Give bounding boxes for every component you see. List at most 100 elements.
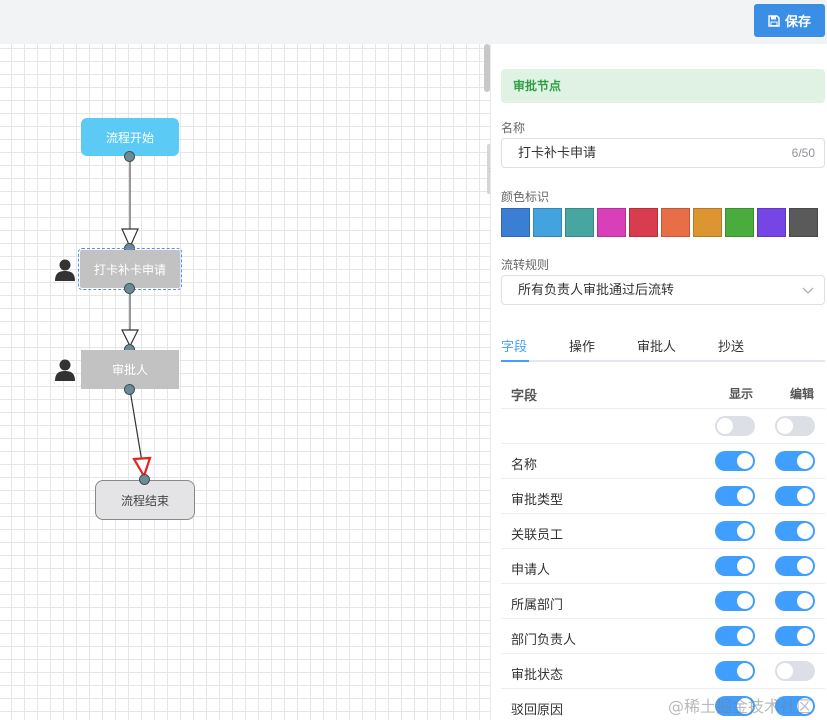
tab-actions[interactable]: 操作 (569, 339, 596, 354)
port-start-bottom[interactable] (124, 151, 135, 162)
field-name: 审批类型 (511, 492, 564, 507)
name-input-value: 打卡补卡申请 (518, 145, 597, 160)
edit-toggle[interactable] (775, 661, 815, 681)
port-end-top[interactable] (139, 474, 150, 485)
start-node[interactable]: 流程开始 (81, 118, 179, 156)
edit-toggle[interactable] (775, 416, 815, 436)
panel-tabs: 字段 操作 审批人 抄送 (501, 332, 825, 362)
active-tab-indicator (501, 360, 529, 362)
flow-rule-value: 所有负责人审批通过后流转 (518, 282, 675, 297)
table-row: 部门负责人 (501, 619, 825, 654)
save-button[interactable]: 保存 (754, 4, 825, 37)
header-edit: 编辑 (790, 387, 815, 401)
show-toggle[interactable] (715, 486, 755, 506)
name-label: 名称 (501, 121, 526, 135)
field-name: 申请人 (511, 562, 551, 577)
color-swatch[interactable] (725, 208, 754, 237)
top-toolbar: 保存 (0, 0, 827, 44)
flow-rule-select[interactable]: 所有负责人审批通过后流转 (501, 275, 825, 305)
edit-toggle[interactable] (775, 591, 815, 611)
user-icon (55, 359, 75, 381)
table-row (501, 409, 825, 444)
chevron-down-icon (802, 287, 814, 294)
field-name: 所属部门 (511, 597, 564, 612)
user-icon (55, 259, 75, 281)
table-row: 申请人 (501, 549, 825, 584)
table-row: 名称 (501, 444, 825, 479)
edit-toggle[interactable] (775, 626, 815, 646)
port-task1-bottom[interactable] (124, 283, 135, 294)
table-row: 关联员工 (501, 514, 825, 549)
toggle-knob (737, 558, 753, 574)
color-swatch[interactable] (789, 208, 818, 237)
color-swatch[interactable] (597, 208, 626, 237)
flow-canvas[interactable]: 流程开始 打卡补卡申请 审批人 流程结束 (0, 44, 490, 720)
color-label: 颜色标识 (501, 190, 550, 204)
table-row: 所属部门 (501, 584, 825, 619)
show-toggle[interactable] (715, 556, 755, 576)
header-field: 字段 (511, 388, 538, 403)
tab-fields[interactable]: 字段 (501, 339, 528, 354)
toggle-knob (717, 418, 733, 434)
edit-toggle[interactable] (775, 486, 815, 506)
show-toggle[interactable] (715, 591, 755, 611)
field-name: 关联员工 (511, 527, 564, 542)
toggle-knob (737, 593, 753, 609)
edge-task2-end-arrow (132, 456, 152, 479)
toggle-knob (737, 453, 753, 469)
flow-edges (121, 157, 152, 479)
edit-toggle[interactable] (775, 556, 815, 576)
color-swatch[interactable] (757, 208, 786, 237)
color-swatch[interactable] (501, 208, 530, 237)
toggle-knob (797, 558, 813, 574)
edit-toggle[interactable] (775, 451, 815, 471)
name-input[interactable]: 打卡补卡申请 6/50 (501, 138, 825, 168)
show-toggle[interactable] (715, 626, 755, 646)
canvas-scrollbar[interactable] (484, 44, 490, 92)
name-char-count: 6/50 (791, 146, 815, 160)
color-swatches (501, 208, 818, 237)
toggle-knob (777, 418, 793, 434)
color-swatch[interactable] (693, 208, 722, 237)
toggle-knob (737, 488, 753, 504)
toggle-knob (737, 663, 753, 679)
table-row: 驳回原因 (501, 689, 825, 720)
edit-toggle[interactable] (775, 521, 815, 541)
edge-start-task1-arrow (121, 228, 139, 249)
field-name: 部门负责人 (511, 632, 577, 647)
toggle-knob (737, 628, 753, 644)
show-toggle[interactable] (715, 451, 755, 471)
toggle-knob (797, 523, 813, 539)
port-task2-bottom[interactable] (124, 384, 135, 395)
show-toggle[interactable] (715, 416, 755, 436)
show-toggle[interactable] (715, 661, 755, 681)
tab-approvers[interactable]: 审批人 (637, 339, 677, 354)
toggle-knob (797, 453, 813, 469)
table-body: 名称审批类型关联员工申请人所属部门部门负责人审批状态驳回原因 (501, 409, 825, 720)
end-node[interactable]: 流程结束 (95, 480, 195, 520)
node-type-banner: 审批节点 (501, 69, 825, 103)
toggle-knob (797, 488, 813, 504)
task-node-approver[interactable]: 审批人 (81, 350, 179, 389)
toggle-knob (797, 698, 813, 714)
table-row: 审批类型 (501, 479, 825, 514)
show-toggle[interactable] (715, 521, 755, 541)
toggle-knob (777, 663, 793, 679)
header-show: 显示 (729, 387, 754, 401)
field-permission-table: 字段 显示 编辑 名称审批类型关联员工申请人所属部门部门负责人审批状态驳回原因 (501, 375, 825, 720)
save-button-label: 保存 (784, 14, 811, 29)
field-name: 审批状态 (511, 667, 564, 682)
table-header: 字段 显示 编辑 (501, 375, 825, 409)
color-swatch[interactable] (565, 208, 594, 237)
table-row: 审批状态 (501, 654, 825, 689)
show-toggle[interactable] (715, 696, 755, 716)
tab-cc[interactable]: 抄送 (718, 339, 745, 354)
color-swatch[interactable] (533, 208, 562, 237)
color-swatch[interactable] (629, 208, 658, 237)
task-node-apply[interactable]: 打卡补卡申请 (78, 248, 182, 290)
color-swatch[interactable] (661, 208, 690, 237)
field-name: 驳回原因 (511, 702, 564, 717)
toggle-knob (737, 698, 753, 714)
toggle-knob (737, 523, 753, 539)
edit-toggle[interactable] (775, 696, 815, 716)
